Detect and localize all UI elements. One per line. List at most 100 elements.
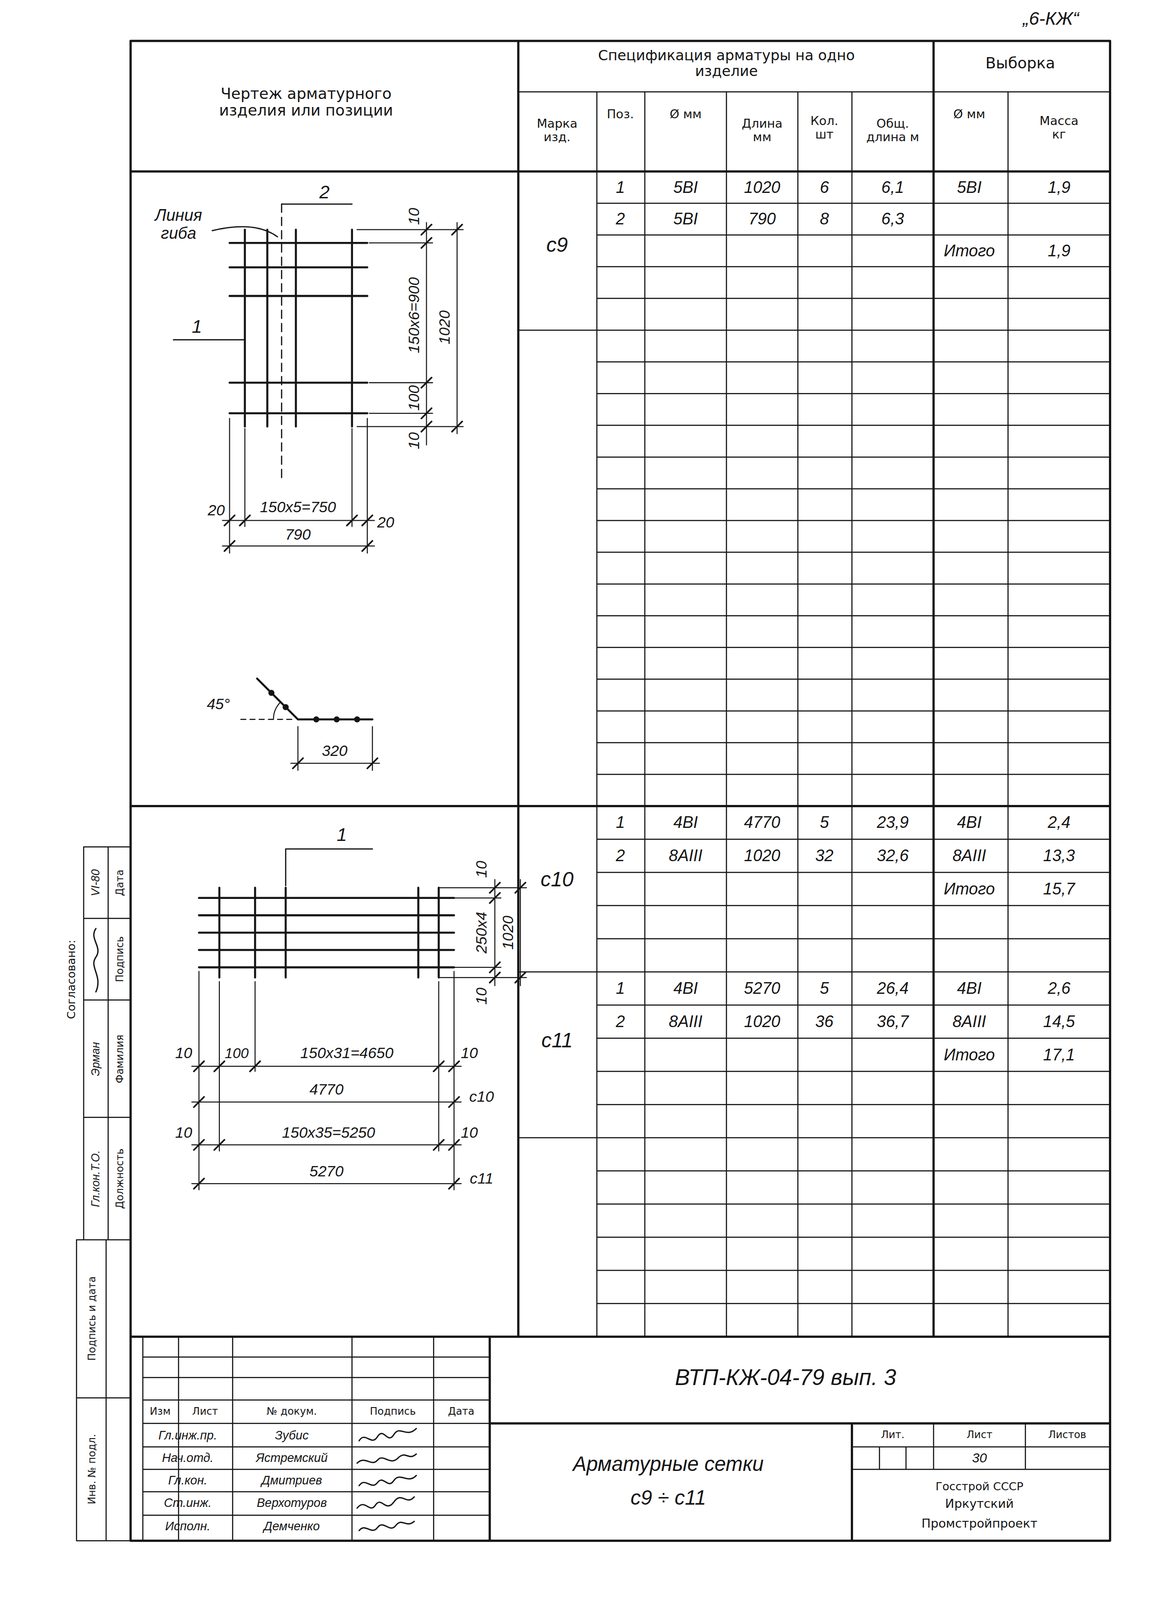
label-anchor: 150x31=4650 — [300, 1044, 394, 1062]
sheet-title: Арматурные сетки — [572, 1452, 764, 1476]
dimension: 10 — [460, 1124, 478, 1141]
sheet-code: „6-КЖ“ — [1022, 8, 1080, 29]
label-anchor: Лит. — [880, 1429, 905, 1441]
label-anchor: 36,7 — [876, 1012, 909, 1031]
label-anchor: Итого — [943, 880, 996, 898]
bar-dot — [268, 689, 275, 697]
stamp-text: Гл.кон.Т.О. — [89, 1149, 103, 1207]
table-cell: 32 — [815, 846, 834, 865]
label-anchor: 1 — [336, 824, 348, 845]
label-anchor: 20 — [207, 501, 225, 519]
title-block-header: Лист — [966, 1429, 993, 1441]
title-block-text: Исполн. — [165, 1519, 210, 1533]
label-anchor: 790 — [285, 526, 311, 543]
label-anchor: 45° — [206, 695, 230, 713]
label-anchor: 26,4 — [876, 979, 909, 998]
column-header: Марка изд. — [526, 116, 588, 144]
title-block-text: Дмитриев — [261, 1473, 322, 1488]
label-anchor: 2 — [615, 209, 625, 228]
label-anchor: 790 — [748, 209, 777, 228]
table-cell: 26,4 — [876, 979, 909, 998]
label-anchor: 5ВI — [956, 178, 982, 197]
label-anchor: 8 — [819, 209, 829, 228]
label-anchor: № докум. — [266, 1405, 318, 1417]
label-anchor: Иркутский — [945, 1496, 1015, 1511]
table-cell: 1 — [615, 813, 625, 832]
table-cell: 2,6 — [1047, 979, 1071, 998]
label-anchor: 4ВI — [956, 813, 982, 832]
label-anchor: 1 — [615, 979, 625, 998]
bend-line — [281, 204, 283, 480]
column-header: Спецификация арматуры на одно изделие — [573, 47, 880, 80]
table-grid — [518, 91, 1111, 1337]
label-anchor: 10 — [405, 432, 423, 450]
label-anchor: VI-80 — [89, 869, 103, 897]
table-cell: Итого — [943, 241, 996, 260]
label-anchor: 1 — [615, 178, 625, 197]
label-anchor: 23,9 — [876, 813, 909, 832]
bar-dot — [353, 716, 361, 723]
dimension: 10 — [460, 1044, 478, 1062]
mark-label: с9 — [546, 233, 568, 257]
table-cell: 4ВI — [673, 813, 698, 832]
bar-dot — [333, 716, 340, 723]
label-anchor: 1020 — [436, 310, 454, 345]
label-anchor: с10 — [540, 868, 574, 891]
label-anchor: 8АIII — [668, 846, 703, 865]
label-anchor: 4ВI — [673, 979, 698, 998]
label-anchor: 5 — [819, 979, 829, 998]
title-block-header: Дата — [447, 1405, 475, 1417]
label-anchor: Лист — [192, 1405, 219, 1417]
stamp-text: Эрман — [89, 1041, 103, 1077]
table-cell: 4ВI — [673, 979, 698, 998]
table-cell: 1020 — [744, 178, 781, 197]
label-anchor: Выборка — [985, 54, 1056, 72]
label-anchor: 5270 — [309, 1162, 344, 1180]
column-header: Общ. длина м — [857, 116, 929, 144]
label-anchor: 150x6=900 — [405, 276, 423, 353]
label-anchor: 4770 — [309, 1081, 344, 1098]
dimension: 250x4 — [473, 911, 490, 954]
dimension: 150x6=900 — [405, 276, 423, 353]
dimension: 45° — [206, 695, 230, 713]
title-block-header: Листов — [1048, 1429, 1087, 1441]
label-anchor: 10 — [174, 1044, 193, 1062]
table-cell: 36,7 — [876, 1012, 909, 1031]
table-cell: 2 — [615, 1012, 625, 1031]
label-anchor: с11 — [469, 1170, 494, 1187]
table-cell: 6,1 — [881, 178, 904, 197]
label-anchor: 1 — [615, 813, 625, 832]
dimension-ticks — [193, 882, 526, 1189]
table-cell: 5ВI — [956, 178, 982, 197]
label-anchor: 17,1 — [1043, 1045, 1076, 1064]
label-anchor: 32,6 — [876, 846, 909, 865]
label-anchor: 6 — [819, 178, 829, 197]
label-anchor: 10 — [473, 987, 490, 1005]
label-anchor: Промстройпроект — [921, 1516, 1038, 1531]
label-anchor: Исполн. — [165, 1519, 210, 1533]
label-anchor: ВТП-КЖ-04-79 вып. 3 — [674, 1365, 897, 1390]
label-anchor: 8АIII — [668, 1012, 703, 1031]
mark-label: с10 — [469, 1088, 494, 1105]
callout-number: 1 — [336, 824, 348, 845]
dimension: 100 — [224, 1045, 249, 1061]
table-cell: 1 — [615, 178, 625, 197]
label-anchor: Дата — [113, 869, 126, 896]
dimension: 10 — [405, 432, 423, 450]
drawing-code: ВТП-КЖ-04-79 вып. 3 — [674, 1365, 897, 1390]
dimension-lines — [290, 726, 380, 771]
table-cell: 5 — [819, 813, 829, 832]
approval-strip — [76, 846, 131, 1541]
table-cell: 8АIII — [952, 1012, 987, 1031]
stamp-text: Согласовано: — [65, 939, 78, 1019]
label-anchor: 6,3 — [881, 209, 904, 228]
title-block-text: Ст.инж. — [164, 1496, 212, 1510]
label-anchor: 10 — [473, 860, 490, 878]
title-block-text: Гл.инж.пр. — [158, 1428, 217, 1443]
bar-dot — [313, 716, 320, 723]
dimension: 320 — [321, 742, 348, 760]
label-anchor: Демченко — [263, 1519, 321, 1533]
label-anchor: 5ВI — [673, 178, 698, 197]
leader-line — [285, 848, 373, 886]
